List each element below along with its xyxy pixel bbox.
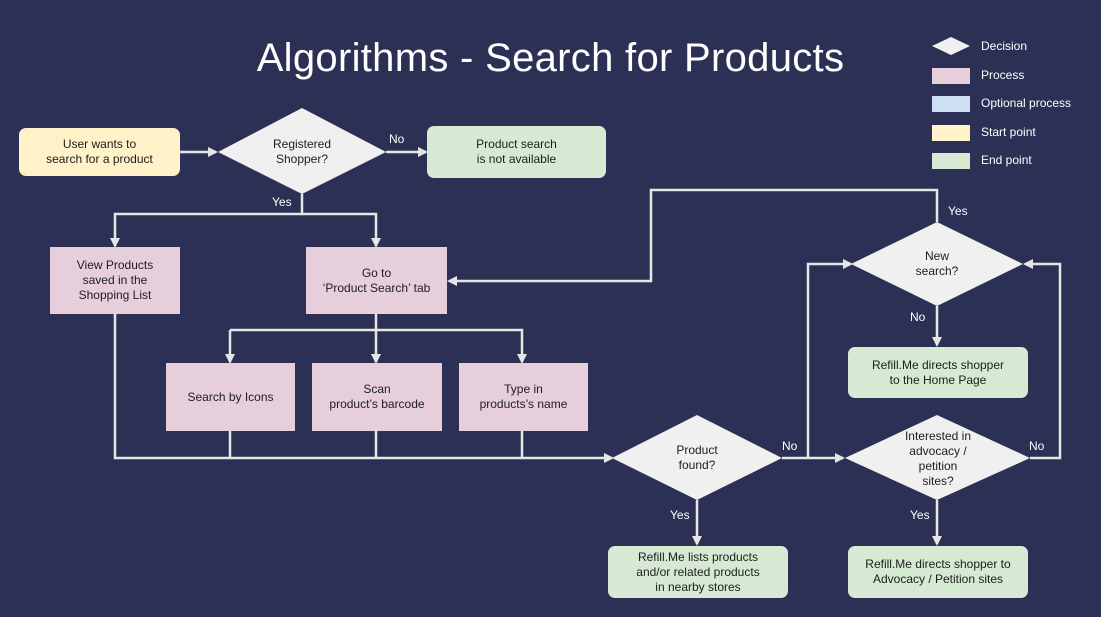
legend-start-label: Start point [981, 125, 1036, 139]
decision-registered-text: Registered Shopper? [272, 137, 332, 166]
label-interested-no: No [1029, 439, 1045, 453]
legend-end-label: End point [981, 153, 1032, 167]
label-registered-yes: Yes [272, 195, 292, 209]
legend-start-swatch [932, 125, 970, 141]
end-node-home-page: Refill.Me directs shopper to the Home Pa… [848, 347, 1028, 398]
label-found-yes: Yes [670, 508, 690, 522]
connector-new-search-yes [447, 188, 939, 286]
legend-process-label: Process [981, 68, 1025, 82]
end-node-lists-products: Refill.Me lists products and/or related … [608, 546, 788, 598]
legend-process-swatch [932, 68, 970, 84]
end-node-not-available: Product search is not available [427, 126, 606, 178]
decision-registered-shape [218, 108, 386, 194]
legend-optional-label: Optional process [981, 96, 1072, 110]
decision-new-search-text: New search? [915, 249, 959, 278]
label-found-no: No [782, 439, 798, 453]
connector-registered-yes-trunk [110, 194, 304, 248]
connector-tab-to-type [230, 328, 527, 364]
connector-registered-yes-to-tab [302, 212, 381, 248]
connector-found-no-to-new-search [806, 259, 853, 458]
label-new-search-no: No [910, 310, 926, 324]
process-scan-barcode: Scan product’s barcode [312, 363, 442, 431]
process-type-name: Type in products’s name [459, 363, 588, 431]
decision-interested-text: Interested in advocacy / petition sites? [904, 429, 972, 488]
process-search-by-icons: Search by Icons [166, 363, 295, 431]
legend-decision-icon [932, 37, 970, 55]
decision-product-found-text: Product found? [676, 443, 718, 472]
label-registered-no: No [389, 132, 405, 146]
page-title: Algorithms - Search for Products [256, 36, 845, 80]
connector-interested-no [1023, 259, 1062, 460]
start-node: User wants to search for a product [19, 128, 180, 176]
decision-interested-shape [845, 415, 1030, 500]
end-node-advocacy-sites: Refill.Me directs shopper to Advocacy / … [848, 546, 1028, 598]
legend-end-swatch [932, 153, 970, 169]
label-new-search-yes: Yes [948, 204, 968, 218]
process-view-products: View Products saved in the Shopping List [50, 247, 180, 314]
decision-new-search-shape [851, 222, 1023, 306]
legend-optional-swatch [932, 96, 970, 112]
label-interested-yes: Yes [910, 508, 930, 522]
decision-product-found-shape [612, 415, 782, 500]
process-go-to-search-tab: Go to ‘Product Search’ tab [306, 247, 447, 314]
connector-view-to-found [113, 314, 614, 463]
legend-decision-label: Decision [981, 39, 1028, 53]
